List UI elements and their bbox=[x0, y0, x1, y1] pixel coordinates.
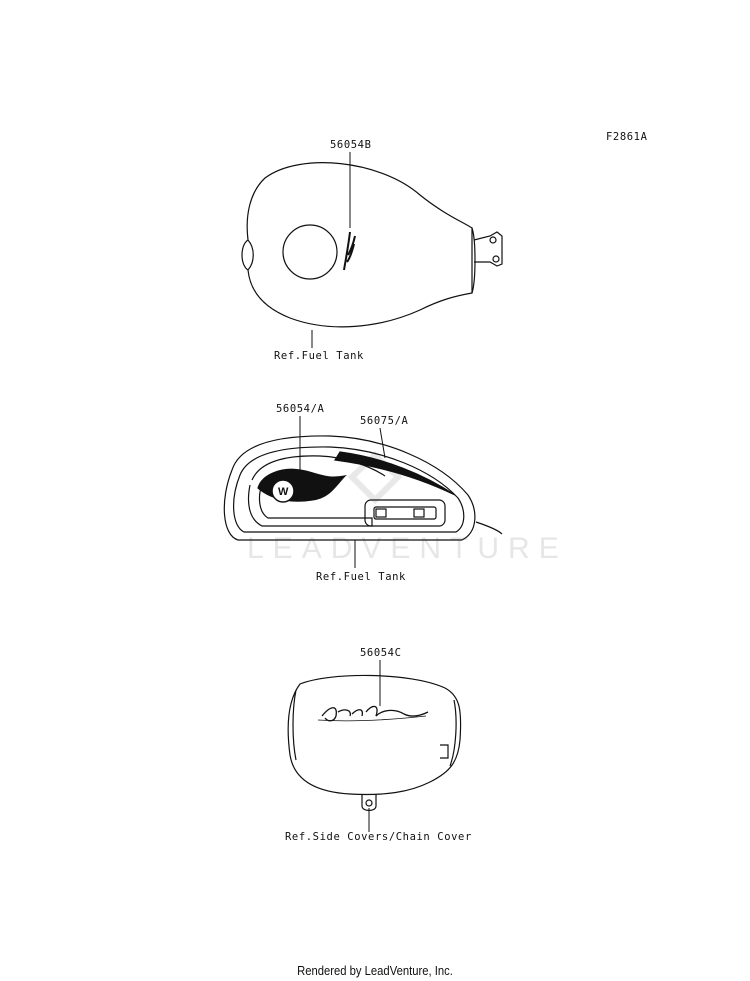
watermark-text: LEADVENTURE bbox=[247, 532, 568, 565]
side-fuel-tank bbox=[223, 435, 503, 541]
top-fuel-tank bbox=[241, 162, 503, 328]
callout-mid-ref: Ref.Fuel Tank bbox=[316, 571, 406, 583]
callout-56054b: 56054B bbox=[330, 139, 372, 151]
figure-code: F2861A bbox=[606, 131, 648, 143]
callout-bottom-ref: Ref.Side Covers/Chain Cover bbox=[285, 831, 472, 843]
bottom-decal-script bbox=[317, 705, 429, 722]
callout-56054a: 56054/A bbox=[276, 403, 325, 415]
top-decal-script bbox=[343, 231, 356, 271]
callout-56075a: 56075/A bbox=[360, 415, 409, 427]
watermark: LEADVENTURE bbox=[247, 450, 568, 565]
callout-56054c: 56054C bbox=[360, 647, 402, 659]
emblem-letter: W bbox=[278, 486, 289, 498]
footer-credit: Rendered by LeadVenture, Inc. bbox=[297, 964, 453, 978]
side-cover bbox=[287, 674, 462, 812]
callout-top-ref: Ref.Fuel Tank bbox=[274, 350, 364, 362]
